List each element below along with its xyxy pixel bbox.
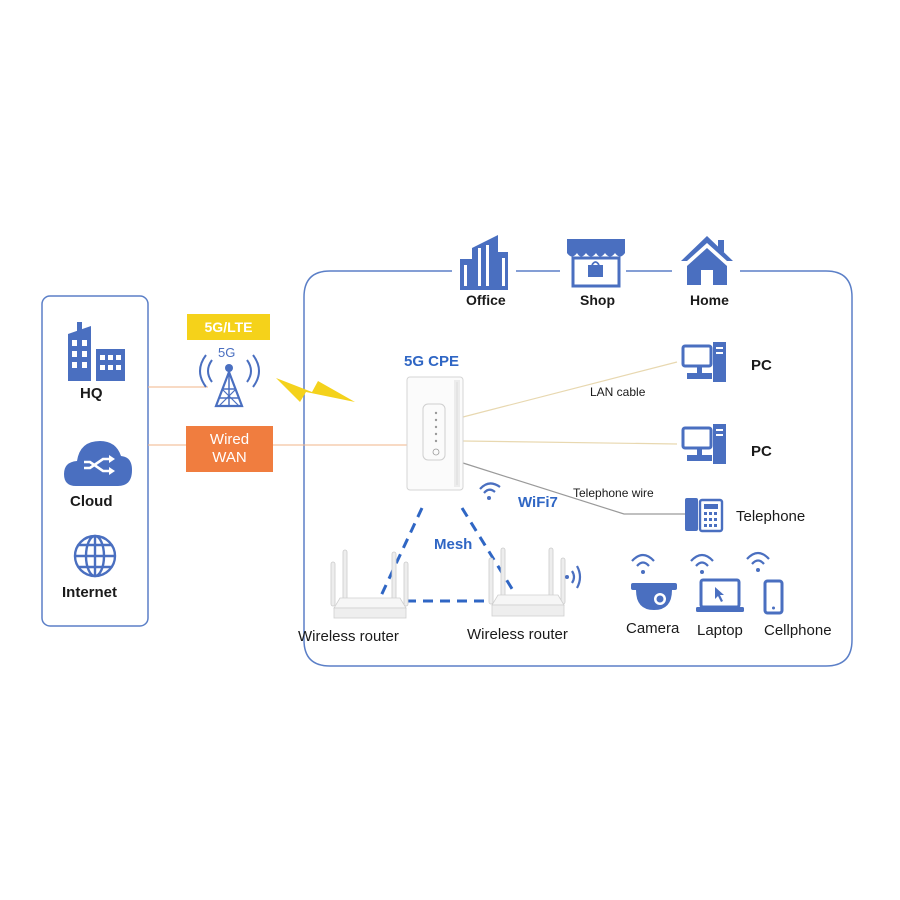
mesh-line-left <box>378 507 424 599</box>
telephone-label: Telephone <box>736 508 806 525</box>
cell-tower-icon <box>199 354 260 408</box>
laptop-icon <box>696 578 744 612</box>
home-house-icon <box>681 236 733 285</box>
camera-wifi-signal-icon <box>631 553 655 574</box>
wireless-router-1 <box>330 549 409 619</box>
hq-label: HQ <box>80 385 103 402</box>
camera-label: Camera <box>626 620 680 637</box>
router-2-label: Wireless router <box>467 626 568 643</box>
tower-5g-label: 5G <box>218 345 236 360</box>
wired-wan-text-line1: Wired <box>209 431 250 448</box>
cellphone-label: Cellphone <box>764 622 832 639</box>
lan-cable-label: LAN cable <box>590 385 646 399</box>
shop-store-icon <box>567 239 625 288</box>
cloud-icon <box>64 441 132 486</box>
telephone-icon <box>685 498 724 533</box>
pc-1-icon <box>681 342 726 382</box>
pc-2-icon <box>681 424 726 464</box>
lte-badge-text: 5G/LTE <box>204 319 253 335</box>
lan-cable-line-2 <box>462 440 678 445</box>
office-label: Office <box>466 292 506 308</box>
lte-badge: 5G/LTE <box>187 314 270 340</box>
cellphone-wifi-signal-icon <box>746 551 770 572</box>
cpe-wifi-signal-icon <box>479 482 501 500</box>
laptop-label: Laptop <box>697 622 743 639</box>
cloud-label: Cloud <box>70 493 113 510</box>
hq-buildings-icon <box>68 322 125 381</box>
cpe-device <box>406 376 464 491</box>
lan-cable-line-1 <box>462 361 678 418</box>
router-2-wifi-signal-icon <box>565 565 582 589</box>
cpe-title: 5G CPE <box>404 353 460 370</box>
wireless-link-bolt <box>276 378 355 402</box>
internet-globe-icon <box>73 534 117 578</box>
left-panel-frame <box>41 295 149 627</box>
office-building-icon <box>460 235 508 290</box>
telephone-wire-label: Telephone wire <box>573 486 654 500</box>
home-label: Home <box>690 292 729 308</box>
router-1-label: Wireless router <box>298 628 399 645</box>
site-frame <box>303 270 853 667</box>
pc-2-label: PC <box>751 443 772 460</box>
laptop-wifi-signal-icon <box>690 553 714 574</box>
camera-icon <box>631 583 677 610</box>
telephone-wire-line <box>462 462 686 515</box>
shop-label: Shop <box>580 292 615 308</box>
wireless-router-2 <box>488 547 566 617</box>
internet-label: Internet <box>62 584 118 601</box>
pc-1-label: PC <box>751 357 772 374</box>
mesh-label: Mesh <box>434 536 473 553</box>
cellphone-icon <box>763 579 784 615</box>
wifi7-label: WiFi7 <box>518 494 558 511</box>
wired-wan-badge: Wired WAN <box>186 426 273 472</box>
wired-wan-text-line2: WAN <box>212 449 247 466</box>
